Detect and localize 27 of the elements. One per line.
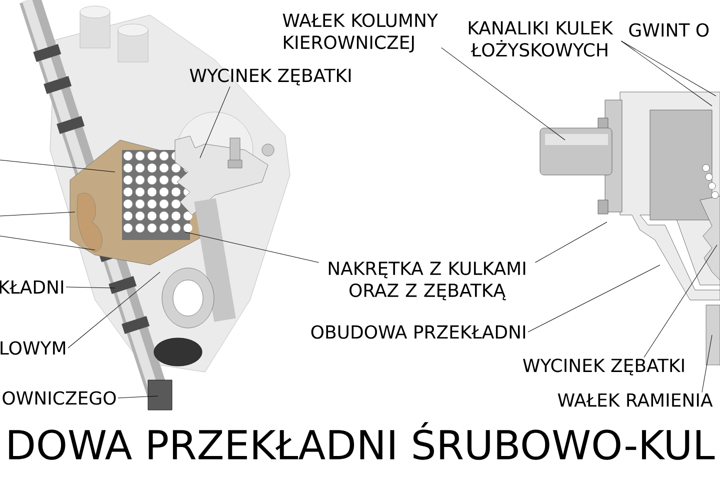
part-label: GWINT O xyxy=(629,23,709,37)
leader-line xyxy=(200,86,230,158)
leader-line xyxy=(534,222,608,263)
leader-line xyxy=(66,286,116,288)
leader-line xyxy=(702,334,712,392)
leader-line xyxy=(644,244,718,358)
part-label: KANALIKI KULEK ŁOŻYSKOWYCH xyxy=(468,21,614,57)
leader-line xyxy=(0,236,96,250)
part-label: WYCINEK ZĘBATKI xyxy=(523,358,684,376)
part-label: OWNICZEGO xyxy=(2,391,116,405)
leader-line xyxy=(528,264,660,332)
leader-line xyxy=(68,272,160,348)
leader-line xyxy=(0,160,116,172)
leader-line xyxy=(441,47,566,140)
title: DOWA PRZEKŁADNI ŚRUBOWO-KUL xyxy=(9,422,715,460)
part-label: KŁADNI xyxy=(0,280,64,294)
part-label: NAKRĘTKA Z KULKAMI ORAZ Z ZĘBATKĄ xyxy=(328,262,526,300)
leader-line xyxy=(620,40,716,96)
leader-line xyxy=(0,212,76,216)
part-label: OBUDOWA PRZEKŁADNI xyxy=(311,325,526,339)
leader-line xyxy=(118,396,158,398)
leader-line xyxy=(620,40,712,106)
leader-line xyxy=(184,232,320,263)
part-label: WAŁEK KOLUMNY KIEROWNICZEJ xyxy=(282,14,438,52)
part-label: WYCINEK ZĘBATKI xyxy=(190,68,351,86)
part-label: LOWYM xyxy=(0,341,66,355)
part-label: WAŁEK RAMIENIA xyxy=(558,393,713,407)
